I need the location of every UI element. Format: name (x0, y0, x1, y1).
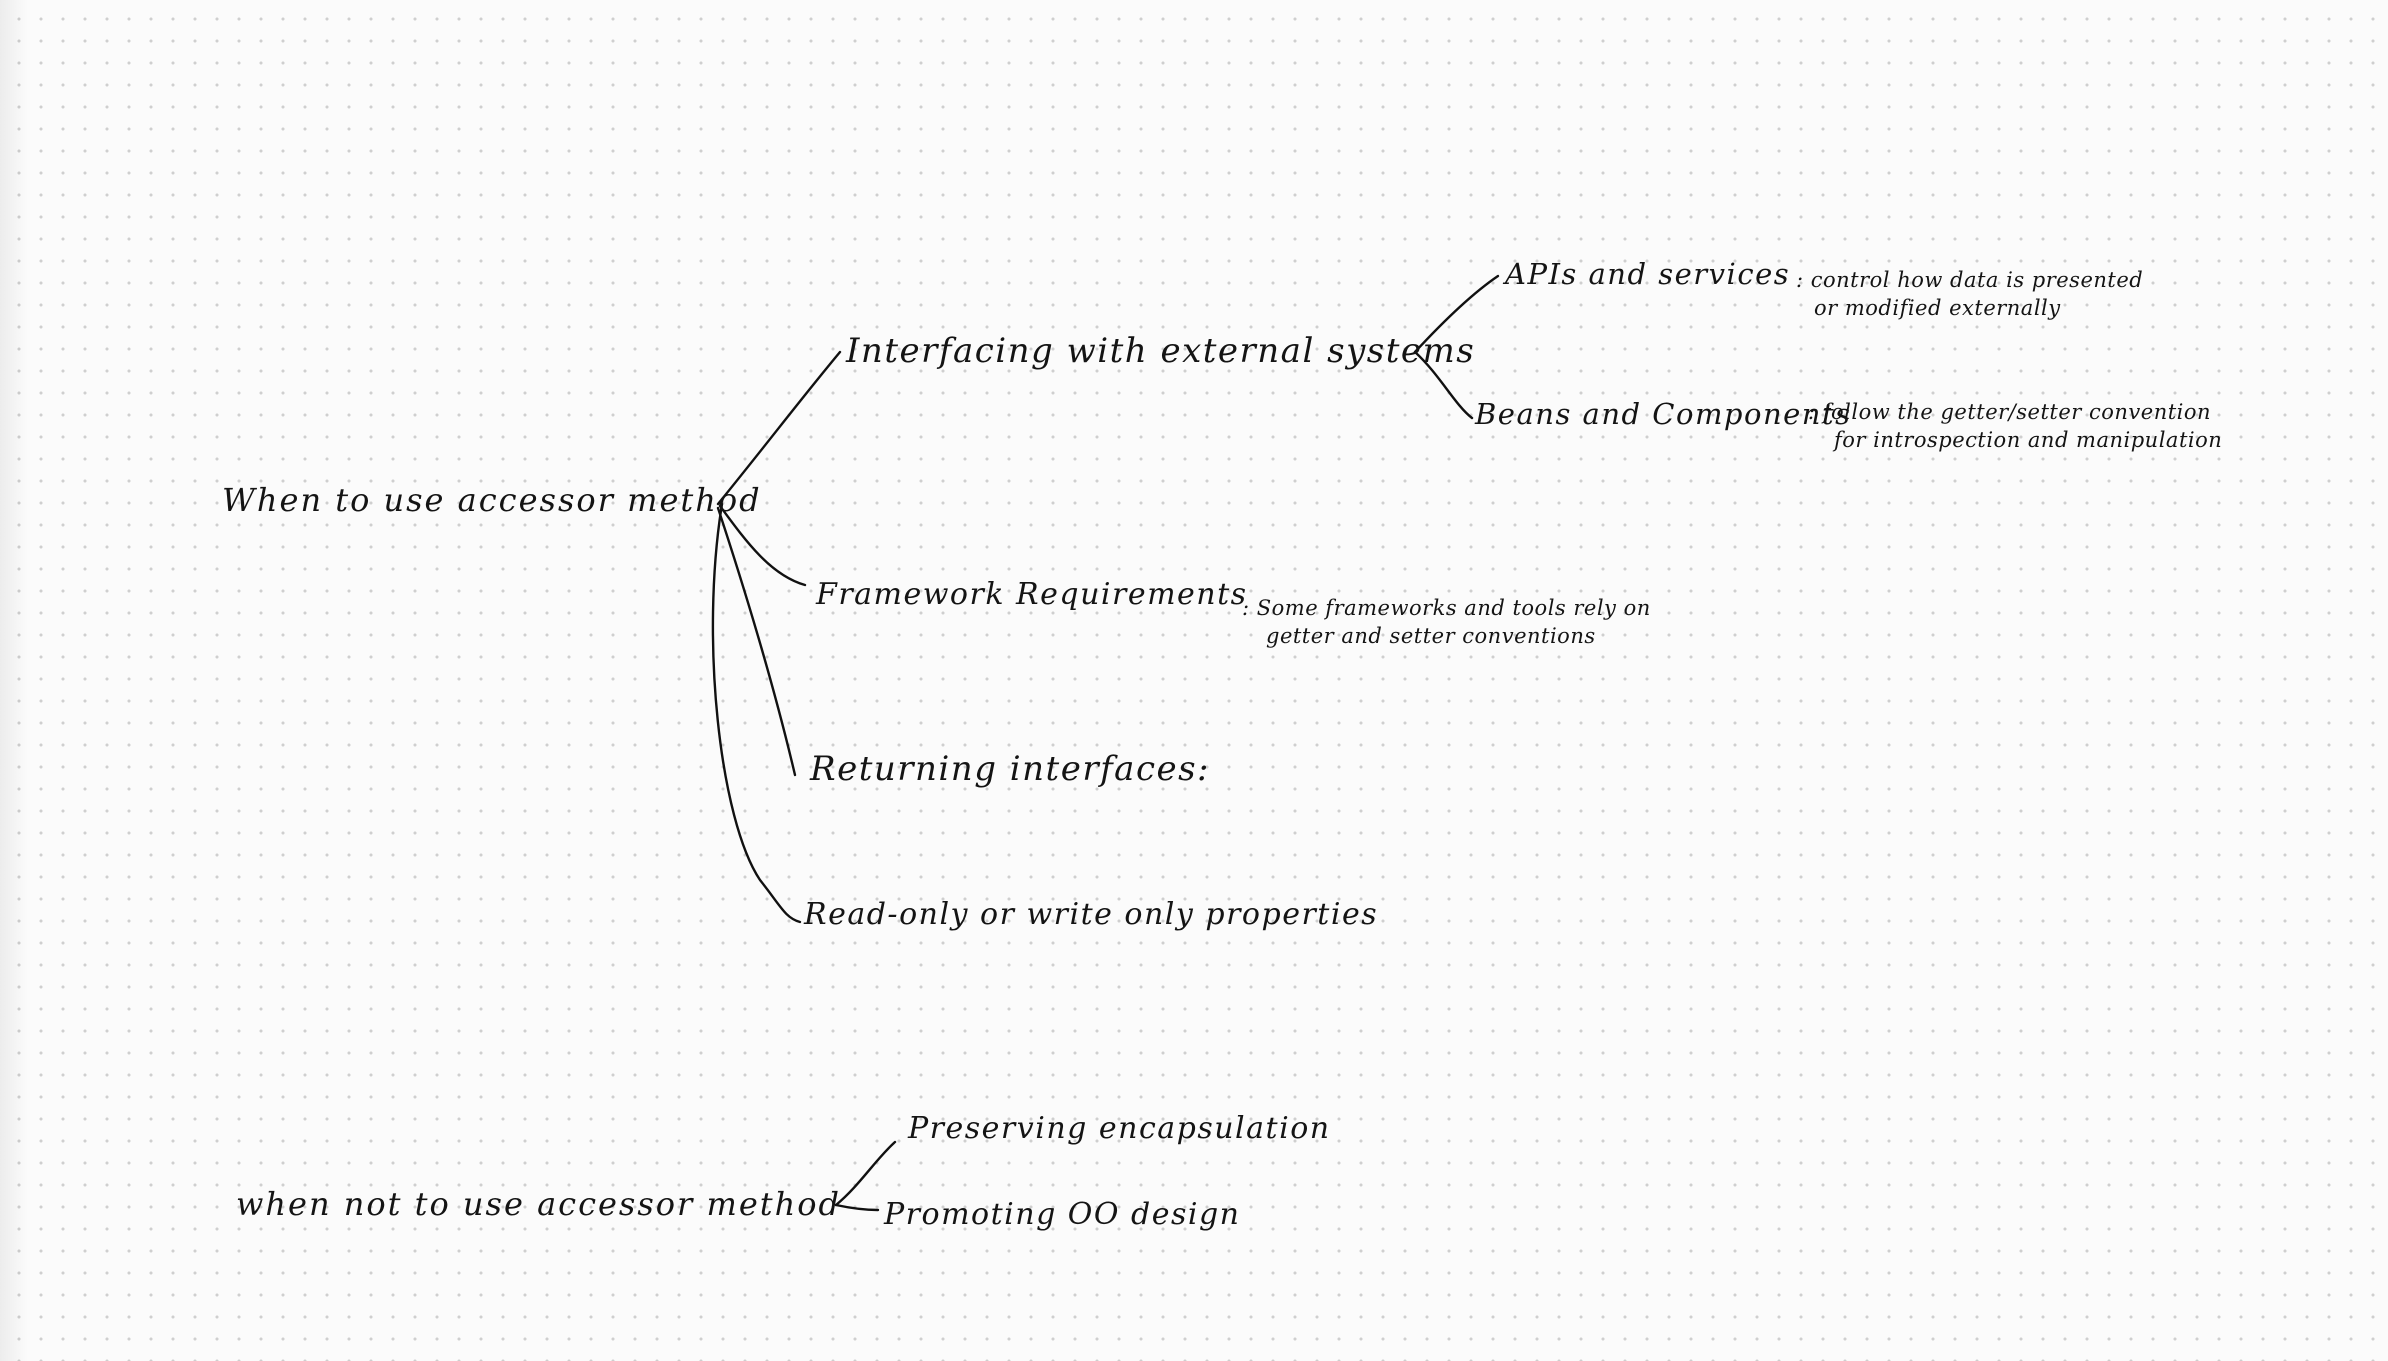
page-edge-shadow (0, 0, 28, 1361)
link-root-to-returning (716, 506, 797, 777)
branch-interfacing: Interfacing with external systems (846, 331, 1476, 371)
note-framework-requirements: : Some frameworks and tools rely on gett… (1242, 594, 1651, 651)
link-notroot-to-promoting (834, 1203, 880, 1212)
link-interfacing-to-beans (1413, 350, 1474, 420)
branch-read-only-write-only: Read-only or write only properties (804, 897, 1379, 932)
note-apis-services: : control how data is presented or modif… (1796, 266, 2143, 323)
link-notroot-to-preserving (834, 1140, 897, 1207)
link-root-to-framework (718, 504, 807, 587)
note-apis-line2: or modified externally (1814, 296, 2061, 321)
note-framework-line1: : Some frameworks and tools rely on (1242, 596, 1651, 620)
note-beans-line1: : follow the getter/setter convention (1808, 400, 2212, 424)
note-apis-line1: : control how data is presented (1796, 268, 2144, 292)
branch-beans-components: Beans and Components (1475, 397, 1852, 431)
link-interfacing-to-apis (1413, 274, 1500, 354)
link-root-to-interfacing (716, 350, 842, 506)
branch-apis-services: APIs and services (1505, 257, 1791, 291)
branch-returning-interfaces: Returning interfaces: (810, 749, 1211, 789)
root-when-to-use: When to use accessor method (222, 481, 762, 519)
root-when-not-to-use: when not to use accessor method (236, 1185, 841, 1223)
note-beans-line2: for introspection and manipulation (1834, 428, 2223, 453)
branch-preserving-encapsulation: Preserving encapsulation (908, 1111, 1331, 1146)
link-root-to-readonly (711, 502, 802, 924)
note-beans-components: : follow the getter/setter convention fo… (1808, 398, 2222, 455)
note-framework-line2: getter and setter conventions (1266, 624, 1596, 649)
branch-framework-requirements: Framework Requirements (816, 577, 1248, 612)
branch-promoting-oo-design: Promoting OO design (884, 1197, 1241, 1232)
